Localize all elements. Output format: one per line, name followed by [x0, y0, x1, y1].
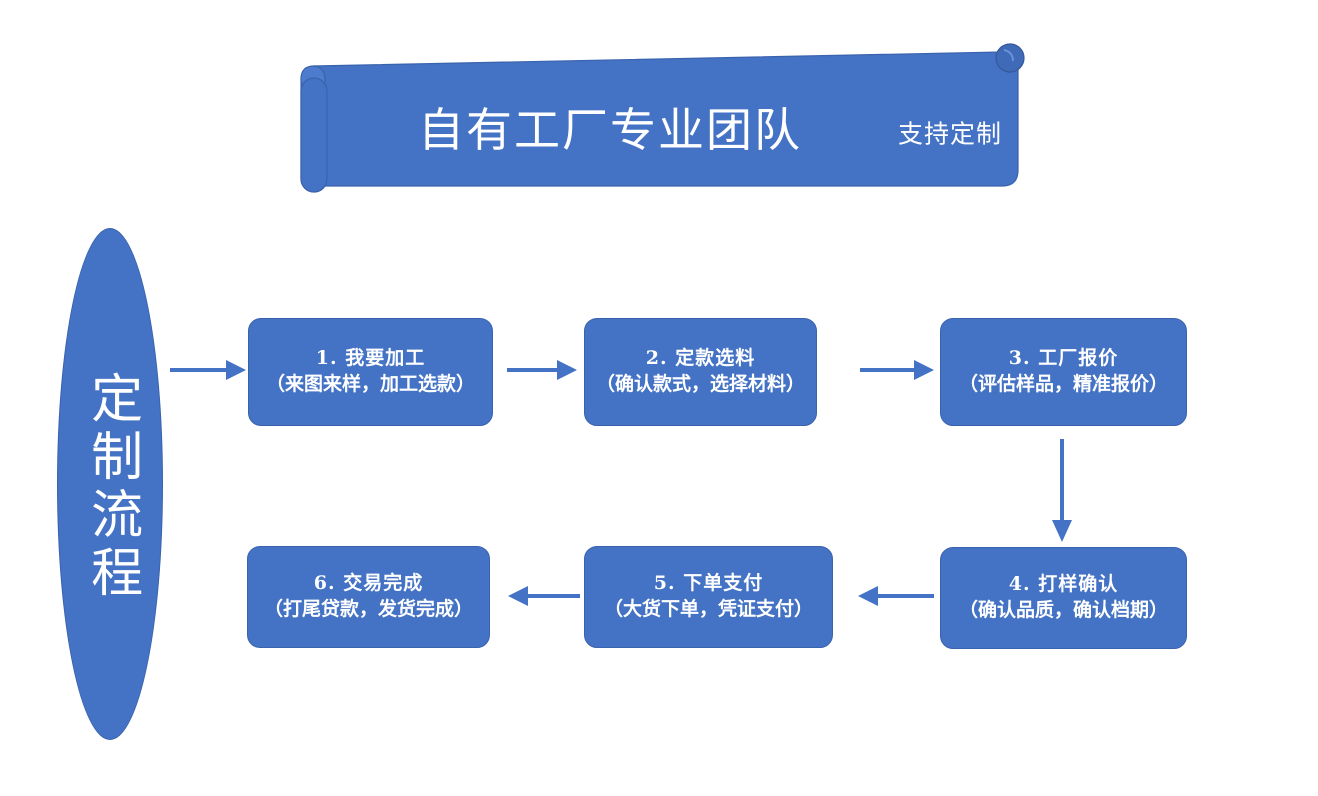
arrow-step2-to-step3: [860, 360, 934, 380]
process-step-2-title: 2. 定款选料: [645, 347, 756, 370]
process-step-3-title: 3. 工厂报价: [1008, 347, 1119, 370]
arrow-step5-to-step6: [508, 586, 580, 606]
process-step-5-detail: （大货下单，凭证支付）: [603, 598, 813, 620]
banner-right-knob-highlight: [1003, 49, 1014, 62]
process-step-6-detail: （打尾贷款，发货完成）: [263, 598, 473, 620]
process-step-1-title: 1. 我要加工: [315, 347, 426, 370]
process-step-5-title: 5. 下单支付: [653, 572, 764, 595]
process-title-label: 定制流程: [81, 371, 142, 603]
process-step-6[interactable]: 6. 交易完成 （打尾贷款，发货完成）: [247, 546, 490, 648]
banner: 自有工厂专业团队 支持定制: [296, 42, 1026, 207]
banner-right-knob: [995, 43, 1025, 73]
arrow-step4-to-step5: [858, 586, 934, 606]
process-step-2-detail: （确认款式，选择材料）: [595, 373, 805, 395]
process-title-oval: 定制流程: [57, 228, 163, 740]
process-step-3-detail: （评估样品，精准报价）: [958, 373, 1168, 395]
arrow-step3-to-step4: [1052, 439, 1072, 542]
process-step-4-detail: （确认品质，确认档期）: [958, 599, 1168, 621]
process-step-5[interactable]: 5. 下单支付 （大货下单，凭证支付）: [584, 546, 833, 648]
arrow-step1-to-step2: [507, 360, 577, 380]
process-step-6-title: 6. 交易完成: [313, 572, 424, 595]
process-step-1-detail: （来图来样，加工选款）: [265, 373, 475, 395]
process-step-1[interactable]: 1. 我要加工 （来图来样，加工选款）: [248, 318, 493, 426]
process-step-4-title: 4. 打样确认: [1008, 573, 1119, 596]
process-step-4[interactable]: 4. 打样确认 （确认品质，确认档期）: [940, 547, 1187, 649]
arrow-oval-to-step1: [170, 360, 246, 380]
process-step-3[interactable]: 3. 工厂报价 （评估样品，精准报价）: [940, 318, 1187, 426]
banner-left-roll-lower: [300, 77, 328, 193]
banner-scroll-shape: [300, 43, 1025, 193]
banner-panel: [313, 51, 1019, 187]
process-step-2[interactable]: 2. 定款选料 （确认款式，选择材料）: [584, 318, 817, 426]
